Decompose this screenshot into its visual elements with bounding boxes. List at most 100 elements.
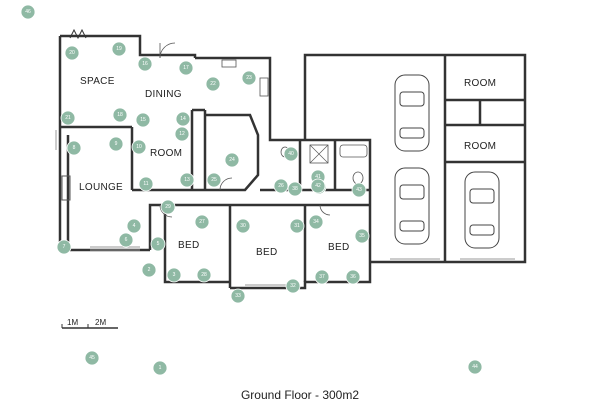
kitchen-sink xyxy=(221,59,237,68)
photo-marker[interactable]: 21 xyxy=(60,110,76,126)
photo-marker-label: 11 xyxy=(143,181,148,187)
scale-label-2m: 2M xyxy=(95,318,106,327)
photo-marker[interactable]: 11 xyxy=(138,176,154,192)
photo-marker[interactable]: 23 xyxy=(241,70,257,86)
fireplace xyxy=(61,175,71,201)
photo-marker[interactable]: 17 xyxy=(178,60,194,76)
car-icon xyxy=(464,171,500,249)
photo-marker[interactable]: 9 xyxy=(108,136,124,152)
photo-marker[interactable]: 13 xyxy=(179,172,195,188)
photo-marker[interactable]: 16 xyxy=(137,56,153,72)
windows xyxy=(55,130,515,286)
room-label-garage-room-2: ROOM xyxy=(464,141,496,152)
photo-marker[interactable]: 32 xyxy=(285,278,301,294)
photo-marker-label: 37 xyxy=(319,274,325,280)
photo-marker-label: 13 xyxy=(184,177,190,183)
car-icon xyxy=(394,74,430,152)
photo-marker-label: 42 xyxy=(315,183,321,189)
photo-marker[interactable]: 35 xyxy=(354,228,370,244)
photo-marker-label: 9 xyxy=(115,141,118,147)
photo-marker-label: 6 xyxy=(125,237,128,243)
basin xyxy=(352,171,364,185)
photo-marker[interactable]: 46 xyxy=(20,4,36,20)
photo-marker-label: 36 xyxy=(350,274,356,280)
photo-marker-label: 1 xyxy=(159,365,162,371)
photo-marker-label: 20 xyxy=(69,50,75,56)
photo-marker[interactable]: 14 xyxy=(175,111,191,127)
photo-marker-label: 23 xyxy=(246,75,252,81)
photo-marker-label: 8 xyxy=(73,145,76,151)
photo-marker[interactable]: 28 xyxy=(196,267,212,283)
scale-bar: 1M 2M xyxy=(61,318,118,329)
photo-marker[interactable]: 42 xyxy=(310,178,326,194)
photo-marker-label: 17 xyxy=(183,65,189,71)
photo-marker[interactable]: 29 xyxy=(160,199,176,215)
photo-marker[interactable]: 2 xyxy=(141,262,157,278)
photo-marker[interactable]: 8 xyxy=(66,140,82,156)
photo-marker[interactable]: 30 xyxy=(235,218,251,234)
scale-label-1m: 1M xyxy=(67,318,78,327)
photo-marker[interactable]: 5 xyxy=(150,236,166,252)
photo-marker-label: 3 xyxy=(173,272,176,278)
photo-marker-label: 28 xyxy=(201,272,207,278)
photo-marker[interactable]: 40 xyxy=(283,146,299,162)
photo-marker[interactable]: 19 xyxy=(111,41,127,57)
photo-marker[interactable]: 1 xyxy=(152,360,168,376)
room-label-room: ROOM xyxy=(150,148,182,159)
photo-marker-label: 27 xyxy=(199,219,205,225)
photo-marker-label: 29 xyxy=(165,204,171,210)
photo-marker[interactable]: 43 xyxy=(351,182,367,198)
photo-marker-label: 21 xyxy=(65,115,71,121)
photo-marker-label: 19 xyxy=(116,46,122,52)
photo-marker[interactable]: 38 xyxy=(287,181,303,197)
photo-marker[interactable]: 18 xyxy=(112,107,128,123)
photo-marker-label: 15 xyxy=(140,117,146,123)
photo-marker[interactable]: 37 xyxy=(314,269,330,285)
photo-marker[interactable]: 34 xyxy=(308,214,324,230)
photo-marker[interactable]: 7 xyxy=(56,239,72,255)
photo-marker[interactable]: 12 xyxy=(174,126,190,142)
room-label-dining: DINING xyxy=(145,89,182,100)
photo-marker[interactable]: 26 xyxy=(273,178,289,194)
room-label-space: SPACE xyxy=(80,76,115,87)
photo-marker-label: 35 xyxy=(359,233,365,239)
photo-marker-label: 16 xyxy=(142,61,148,67)
photo-marker-label: 31 xyxy=(294,223,300,229)
shower xyxy=(309,144,329,164)
photo-marker[interactable]: 33 xyxy=(230,288,246,304)
photo-marker[interactable]: 10 xyxy=(131,139,147,155)
photo-marker[interactable]: 4 xyxy=(126,218,142,234)
photo-marker[interactable]: 27 xyxy=(194,214,210,230)
doors xyxy=(159,42,331,218)
photo-marker[interactable]: 24 xyxy=(224,152,240,168)
room-label-bed-1: BED xyxy=(178,240,199,251)
floor-caption: Ground Floor - 300m2 xyxy=(240,388,360,402)
photo-marker-label: 44 xyxy=(472,364,478,370)
photo-marker[interactable]: 31 xyxy=(289,218,305,234)
photo-marker-label: 18 xyxy=(117,112,123,118)
photo-marker-label: 33 xyxy=(235,293,241,299)
room-label-bed-3: BED xyxy=(328,242,349,253)
photo-marker-label: 5 xyxy=(157,241,160,247)
photo-marker[interactable]: 45 xyxy=(84,350,100,366)
car-icon xyxy=(394,167,430,245)
photo-marker-label: 41 xyxy=(315,174,321,180)
room-label-garage-room-1: ROOM xyxy=(464,78,496,89)
photo-marker-label: 26 xyxy=(278,183,284,189)
photo-marker[interactable]: 6 xyxy=(118,232,134,248)
photo-marker-label: 7 xyxy=(63,244,66,250)
photo-marker[interactable]: 15 xyxy=(135,112,151,128)
photo-marker-label: 43 xyxy=(356,187,362,193)
photo-marker[interactable]: 36 xyxy=(345,269,361,285)
photo-marker-label: 45 xyxy=(89,355,95,361)
photo-marker[interactable]: 22 xyxy=(205,76,221,92)
photo-marker-label: 24 xyxy=(229,157,235,163)
photo-marker[interactable]: 20 xyxy=(64,45,80,61)
photo-marker-label: 14 xyxy=(180,116,186,122)
room-label-bed-2: BED xyxy=(256,247,277,258)
photo-marker[interactable]: 25 xyxy=(206,172,222,188)
photo-marker[interactable]: 44 xyxy=(467,359,483,375)
photo-marker-label: 12 xyxy=(179,131,185,137)
photo-marker[interactable]: 3 xyxy=(166,267,182,283)
photo-marker-label: 34 xyxy=(313,219,319,225)
